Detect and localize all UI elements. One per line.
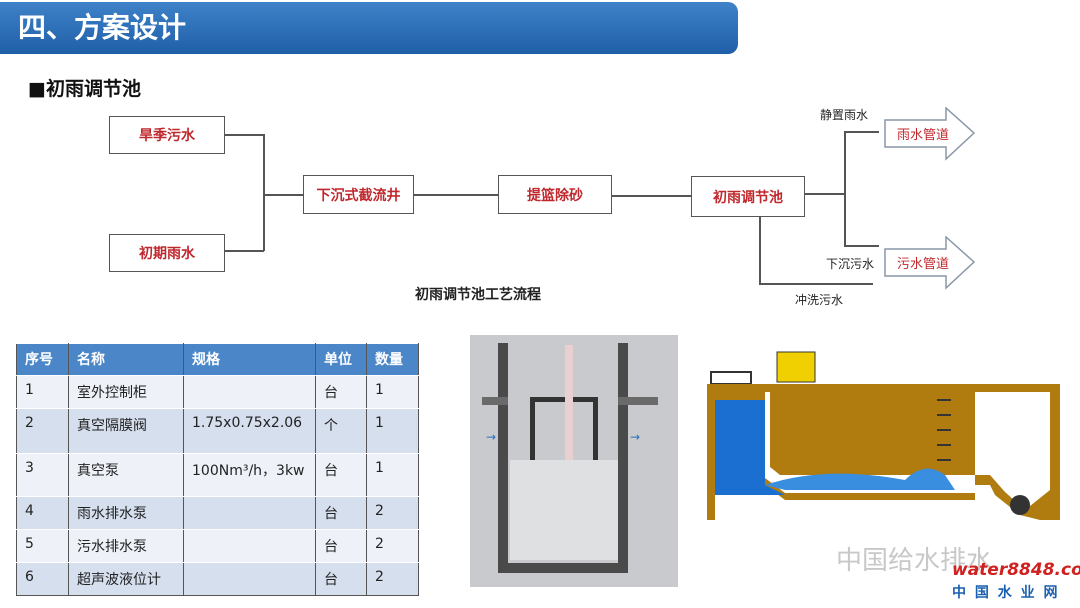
cell: 4 (16, 496, 69, 530)
cell: 1 (16, 375, 69, 409)
svg-text:→: → (486, 430, 496, 444)
cell: 1 (366, 453, 419, 497)
cell: 台 (315, 453, 367, 497)
section-title: ■初雨调节池 (28, 78, 141, 100)
col-header: 序号 (16, 343, 69, 376)
flow-box-basket-grit: 提篮除砂 (498, 175, 612, 214)
cell: 3 (16, 453, 69, 497)
cell (183, 562, 316, 596)
interceptor-well-photo: → → (470, 335, 678, 587)
brand-cn-watermark: 中 国 水 业 网 (952, 585, 1060, 601)
cell: 污水排水泵 (68, 529, 184, 563)
col-header: 数量 (366, 343, 419, 376)
cell: 2 (16, 408, 69, 454)
cell: 1 (366, 375, 419, 409)
flow-box-interceptor-well: 下沉式截流井 (303, 175, 414, 214)
cell: 5 (16, 529, 69, 563)
col-header: 单位 (315, 343, 367, 376)
cell: 台 (315, 562, 367, 596)
slide-header: 四、方案设计 (0, 2, 738, 54)
cell: 6 (16, 562, 69, 596)
svg-text:→: → (630, 430, 640, 444)
flow-box-initial-rain: 初期雨水 (109, 234, 225, 272)
cell: 1.75x0.75x2.06 (183, 408, 316, 454)
cell (183, 529, 316, 563)
label-settled-sewage: 下沉污水 (826, 257, 875, 271)
cell (183, 375, 316, 409)
label-flush-sewage: 冲洗污水 (795, 293, 844, 307)
arrow-sewage-pipe-shape (884, 236, 976, 290)
cell: 雨水排水泵 (68, 496, 184, 530)
tank-schematic (707, 351, 1060, 520)
cell: 1 (366, 408, 419, 454)
cell: 100Nm³/h，3kw (183, 453, 316, 497)
col-header: 规格 (183, 343, 316, 376)
col-header: 名称 (68, 343, 184, 376)
cell (183, 496, 316, 530)
arrow-sewage-pipe: 污水管道 (897, 257, 950, 272)
cell: 真空泵 (68, 453, 184, 497)
cell: 真空隔膜阀 (68, 408, 184, 454)
wechat-watermark: 中国给水排水 (836, 546, 993, 576)
flow-caption: 初雨调节池工艺流程 (415, 287, 541, 303)
cell: 2 (366, 562, 419, 596)
cell: 2 (366, 496, 419, 530)
flow-box-regulating-tank: 初雨调节池 (691, 176, 805, 217)
cell: 台 (315, 496, 367, 530)
arrow-rain-pipe-shape (884, 107, 976, 161)
cell: 个 (315, 408, 367, 454)
flow-box-dry-sewage: 旱季污水 (109, 116, 225, 154)
cell: 室外控制柜 (68, 375, 184, 409)
label-static-rain: 静置雨水 (820, 108, 869, 122)
cell: 台 (315, 529, 367, 563)
cell: 2 (366, 529, 419, 563)
cell: 超声波液位计 (68, 562, 184, 596)
cell: 台 (315, 375, 367, 409)
arrow-rain-pipe: 雨水管道 (897, 128, 950, 143)
brand-watermark: water8848.com (952, 560, 1080, 580)
